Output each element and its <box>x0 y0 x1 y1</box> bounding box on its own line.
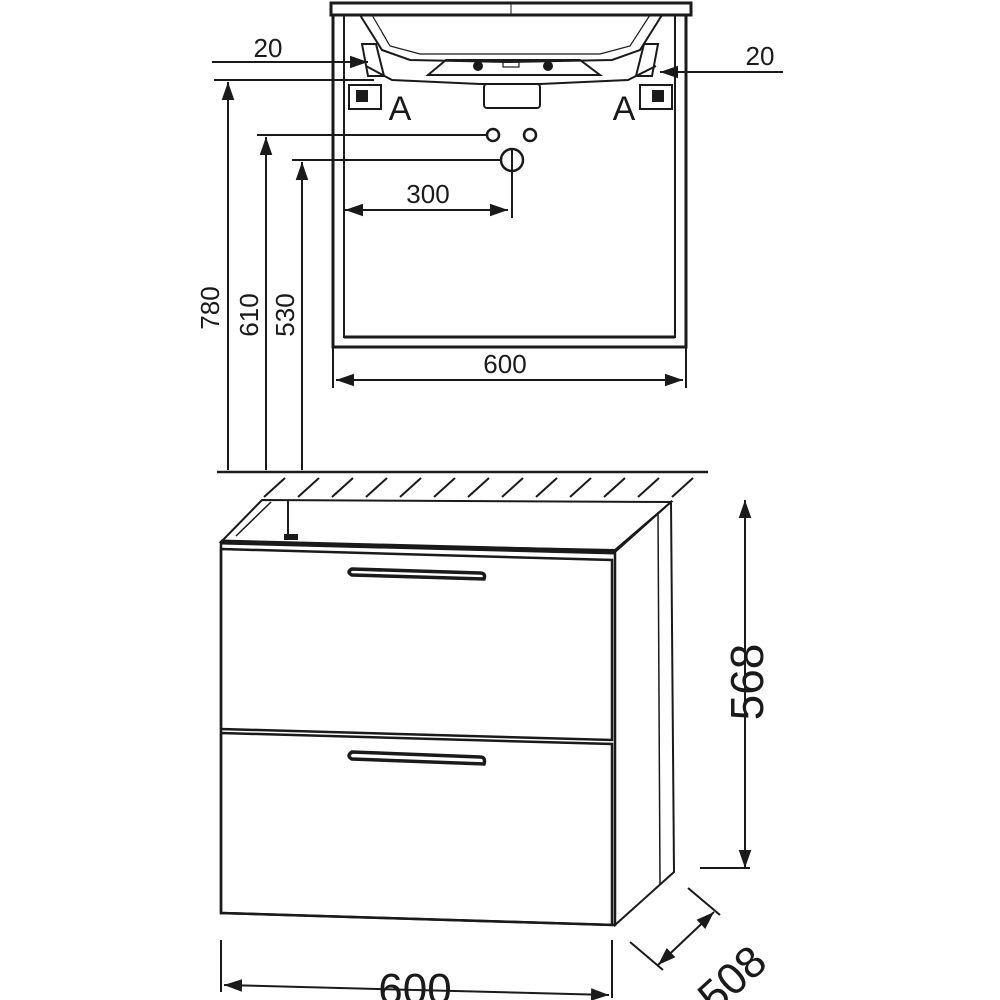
dim-front-width: 600 <box>378 965 451 1000</box>
basin-bowl <box>359 14 663 64</box>
wall-line <box>217 470 708 498</box>
drawer-top[interactable] <box>219 547 614 742</box>
cabinet-outline <box>331 13 688 349</box>
tap-hole-right-mark <box>543 61 553 71</box>
drawer-bottom-handle[interactable] <box>347 750 487 766</box>
drawer-bottom[interactable] <box>219 731 614 927</box>
wall-mount-left <box>348 84 382 110</box>
dim-top-width: 600 <box>483 349 526 379</box>
cabinet-side <box>614 499 676 928</box>
front-view: 568 600 508 <box>218 498 776 1000</box>
supply-hole-right <box>522 127 538 143</box>
wall-mount-left-inner <box>356 90 368 102</box>
dim-line-front-width <box>223 979 610 1000</box>
cabinet-inner <box>343 14 676 338</box>
section-marker-left: A <box>389 90 412 128</box>
wall-mount-right <box>639 84 673 110</box>
trap-body <box>483 83 541 109</box>
ext-line-depth-front <box>629 941 664 971</box>
drawer-top-handle[interactable] <box>347 567 487 581</box>
dim-depth: 508 <box>689 936 776 1000</box>
back-panel-edge <box>235 501 272 537</box>
dim-mount-left: 20 <box>254 33 283 63</box>
supply-hole-left <box>485 127 501 143</box>
dim-line-depth <box>657 911 715 966</box>
drain-outlet <box>425 59 603 76</box>
dim-supply-height: 610 <box>234 293 264 336</box>
pipe-stub-cap <box>284 534 298 540</box>
tap-hole-left-mark <box>473 61 483 71</box>
dim-front-height: 568 <box>721 644 773 721</box>
dim-drain-height: 530 <box>270 293 300 336</box>
dim-mount-right: 20 <box>746 41 775 71</box>
section-marker-right: A <box>613 90 636 128</box>
basin-bowl-inner <box>371 14 651 55</box>
wall-mount-right-inner <box>652 90 664 102</box>
top-view: A A 20 20 300 780 610 530 600 <box>195 1 783 470</box>
bracket-right <box>634 43 660 77</box>
dim-drain-offset: 300 <box>406 179 449 209</box>
dim-overall-height: 780 <box>195 286 225 329</box>
overflow-slot <box>502 61 520 68</box>
cabinet-side-edge <box>657 511 661 885</box>
ext-line-depth-back <box>687 887 721 916</box>
